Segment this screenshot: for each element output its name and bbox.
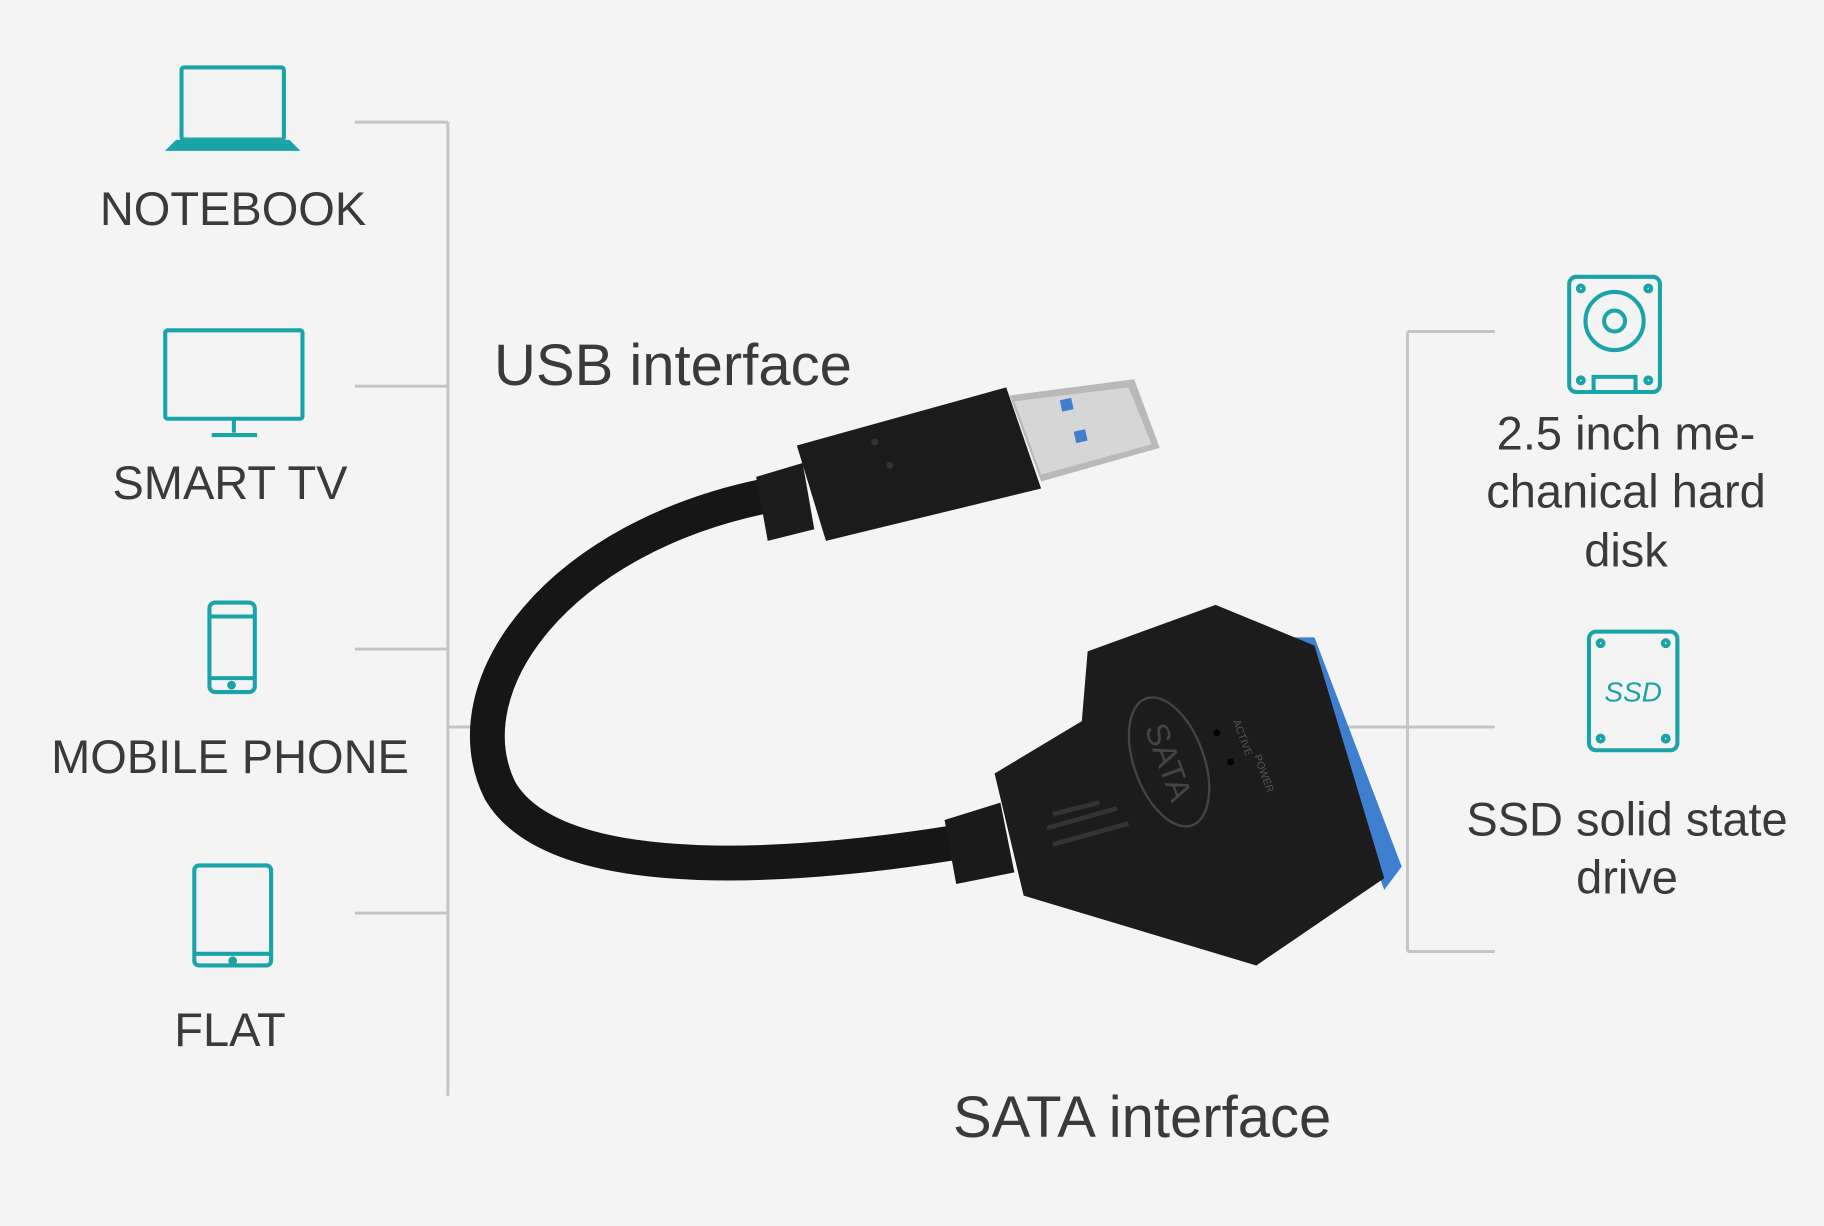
usb-plug: [756, 379, 1160, 541]
ssd-label: SSD solid state drive: [1466, 791, 1787, 908]
usb-interface-label: USB interface: [494, 333, 852, 398]
hard-disk-icon: [1567, 274, 1662, 395]
phone-icon: [207, 600, 257, 695]
device-label-notebook: NOTEBOOK: [99, 181, 367, 235]
hdd-label-line: disk: [1584, 523, 1668, 577]
left-bracket: [354, 120, 477, 1096]
usb-sata-cable: SATA ACTIVE POWER: [469, 379, 1402, 966]
sata-interface-label: SATA interface: [953, 1085, 1332, 1150]
ssd-icon: [1586, 629, 1680, 753]
ssd-label-line: drive: [1576, 851, 1678, 904]
device-label-mobile-phone: MOBILE PHONE: [51, 729, 409, 783]
hdd-label-line: chanical hard: [1486, 464, 1766, 518]
device-label-smart-tv: SMART TV: [112, 455, 348, 509]
hdd-label: 2.5 inch me- chanical hard disk: [1486, 405, 1766, 580]
ssd-label-line: SSD solid state: [1466, 792, 1788, 846]
hdd-label-line: 2.5 inch me-: [1496, 406, 1756, 460]
ssd-icon-text: SSD: [1604, 676, 1661, 707]
device-label-flat: FLAT: [174, 1002, 286, 1056]
sata-adapter: SATA ACTIVE POWER: [944, 604, 1402, 966]
tablet-icon: [192, 863, 274, 968]
laptop-icon: [164, 65, 301, 151]
monitor-icon: [163, 328, 305, 438]
